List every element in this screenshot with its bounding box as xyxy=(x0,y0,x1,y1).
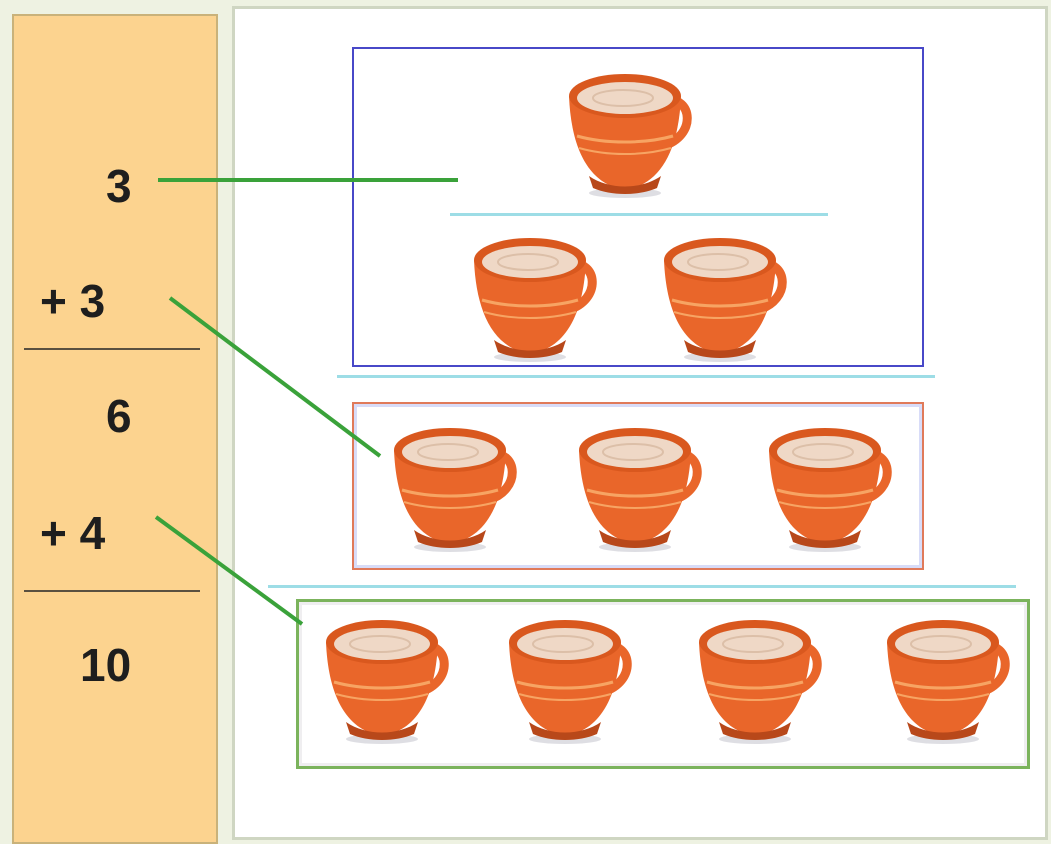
total-sum: 10 xyxy=(80,639,132,691)
partial-sum: 6 xyxy=(106,390,132,442)
group-box-3 xyxy=(352,47,924,367)
group-box-4 xyxy=(296,599,1030,769)
row-separator-3 xyxy=(268,585,1016,588)
teacup-icon xyxy=(579,428,702,552)
row-separator-2 xyxy=(337,375,935,378)
teacup-icon xyxy=(569,74,692,198)
teacup-icon xyxy=(699,620,822,744)
teacup-icon xyxy=(769,428,892,552)
sum-rule-1 xyxy=(24,348,200,350)
addend-top: 3 xyxy=(106,160,132,212)
group-box-next-3 xyxy=(352,402,924,570)
teacup-icon xyxy=(664,238,787,362)
addend-plus-3: + 3 xyxy=(40,275,106,327)
addend-plus-4: + 4 xyxy=(40,507,106,559)
teacup-icon xyxy=(326,620,449,744)
teacup-icon xyxy=(887,620,1010,744)
teacup-icon xyxy=(394,428,517,552)
teacup-icon xyxy=(474,238,597,362)
sum-rule-2 xyxy=(24,590,200,592)
teacup-icon xyxy=(509,620,632,744)
connector-plus-3 xyxy=(168,296,382,458)
row-separator-1 xyxy=(450,213,828,216)
addition-panel xyxy=(12,14,218,844)
connector-plus-4 xyxy=(154,515,304,626)
